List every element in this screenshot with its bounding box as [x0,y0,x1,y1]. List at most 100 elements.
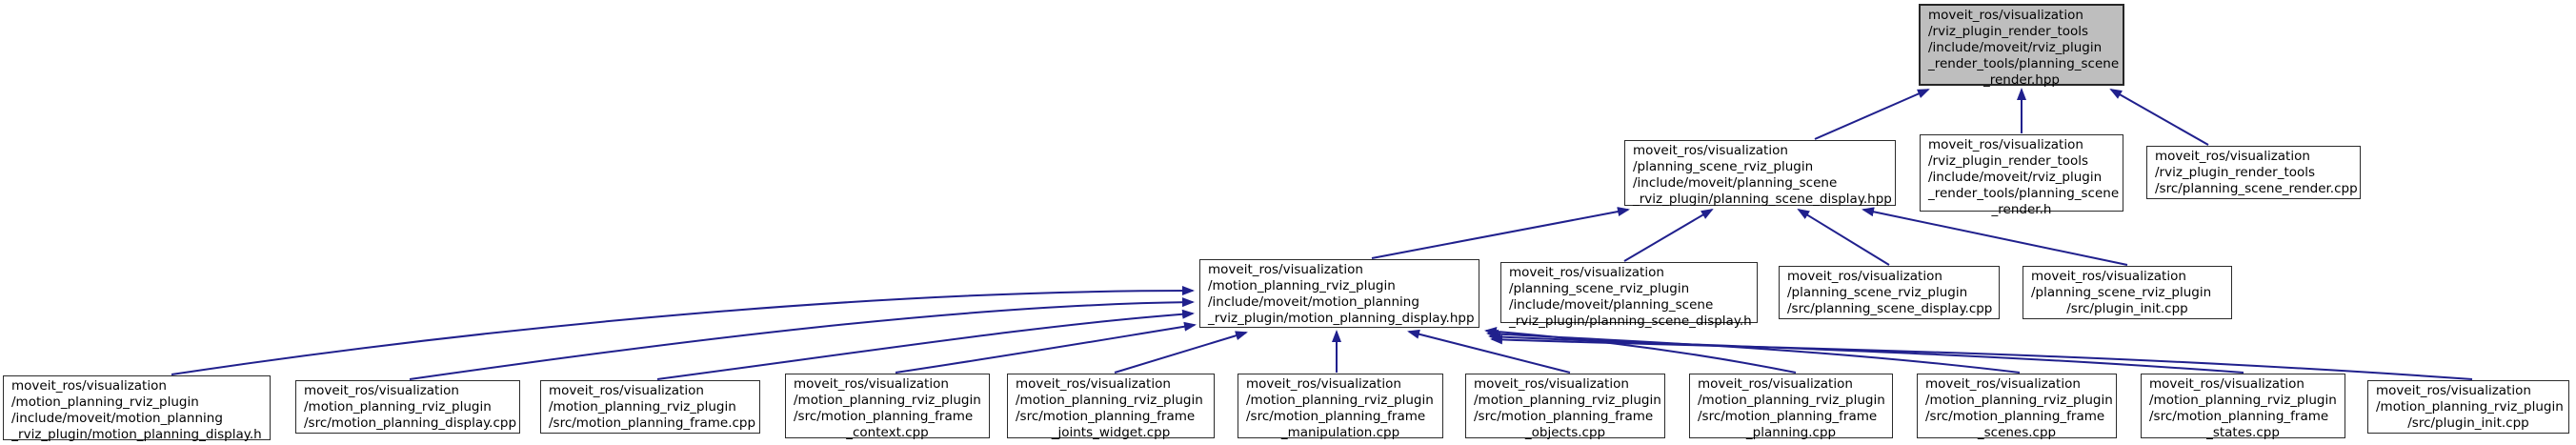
node-label-line: /planning_scene_rviz_plugin [1787,285,1968,300]
node-label-line: /include/moveit/motion_planning [11,411,223,426]
graph-node-frame_planning_cpp[interactable]: moveit_ros/visualization/motion_planning… [1689,374,1893,440]
node-label-line: /motion_planning_rviz_plugin [1925,393,2113,408]
graph-node-planning_scene_render_hpp: moveit_ros/visualization/rviz_plugin_ren… [1919,4,2124,88]
node-label-line: /include/moveit/planning_scene [1633,175,1838,191]
node-label-line: moveit_ros/visualization [1925,376,2081,392]
graph-node-frame_context_cpp[interactable]: moveit_ros/visualization/motion_planning… [785,374,990,440]
node-label-line: /src/motion_planning_frame [1474,409,1654,424]
node-label-line: /rviz_plugin_render_tools [2155,165,2316,180]
include-edge-frame_context_cpp-to-motion_planning_display_hpp [895,321,1197,374]
include-edge-frame_objects_cpp-to-motion_planning_display_hpp [1407,329,1571,374]
node-label-line: moveit_ros/visualization [1928,8,2083,23]
node-label-line: moveit_ros/visualization [549,383,704,398]
include-edge-planning_scene_display_h-to-planning_scene_display_hpp [1623,208,1714,262]
include-edge-frame_planning_cpp-to-motion_planning_display_hpp [1484,326,1797,374]
node-label-line: moveit_ros/visualization [1509,265,1664,280]
node-label-line: /include/moveit/planning_scene [1509,297,1714,313]
node-label-line: moveit_ros/visualization [2376,383,2531,398]
node-label-line: moveit_ros/visualization [1016,376,1171,392]
node-label-line: /src/plugin_init.cpp [2407,415,2529,431]
node-label-line: /src/motion_planning_frame [1246,409,1426,424]
node-label-line: /motion_planning_rviz_plugin [2149,393,2337,408]
node-label-line: _objects.cpp [1524,425,1606,440]
node-label-line: moveit_ros/visualization [1698,376,1853,392]
node-label-line: _states.cpp [2206,425,2280,440]
node-label-line: /planning_scene_rviz_plugin [2031,285,2212,300]
node-label-line: /motion_planning_rviz_plugin [1016,393,1203,408]
node-label-line: moveit_ros/visualization [1246,376,1401,392]
graph-node-frame_joints_widget_cpp[interactable]: moveit_ros/visualization/motion_planning… [1007,374,1215,440]
node-label-line: /src/motion_planning_frame [794,409,974,424]
node-label-line: _planning.cpp [1745,425,1837,440]
include-edges [171,88,2473,380]
node-label-line: moveit_ros/visualization [11,378,167,394]
include-edge-frame_joints_widget_cpp-to-motion_planning_display_hpp [1114,331,1248,374]
include-edge-motion_planning_frame_cpp-to-motion_planning_display_hpp [656,309,1195,380]
include-edge-planning_scene_display_hpp-to-planning_scene_render_hpp [1814,89,1930,140]
node-label-line: /motion_planning_rviz_plugin [1474,393,1661,408]
node-label-line: _context.cpp [846,425,929,440]
node-label-line: /rviz_plugin_render_tools [1928,153,2089,169]
node-label-line: /planning_scene_rviz_plugin [1509,281,1690,296]
node-label-line: /src/plugin_init.cpp [2066,301,2188,316]
node-label-line: _render_tools/planning_scene [1928,186,2120,201]
graph-node-planning_scene_display_cpp[interactable]: moveit_ros/visualization/planning_scene_… [1779,266,2000,319]
graph-node-planning_scene_render_cpp[interactable]: moveit_ros/visualization/rviz_plugin_ren… [2146,146,2361,199]
graph-node-frame_states_cpp[interactable]: moveit_ros/visualization/motion_planning… [2141,374,2345,440]
include-edge-mp_plugin_init_cpp-to-motion_planning_display_hpp [1490,334,2473,380]
graph-node-frame_manipulation_cpp[interactable]: moveit_ros/visualization/motion_planning… [1238,374,1443,440]
include-edge-planning_scene_display_cpp-to-planning_scene_display_hpp [1797,208,1890,266]
node-label-line: _rviz_plugin/planning_scene_display.h [1509,314,1752,329]
node-label-line: /include/moveit/rviz_plugin [1928,40,2103,55]
node-label-line: /rviz_plugin_render_tools [1928,24,2089,39]
node-label-line: _scenes.cpp [1977,425,2057,440]
node-label-line: /motion_planning_rviz_plugin [2376,399,2564,415]
node-label-line: /motion_planning_rviz_plugin [1698,393,1885,408]
include-edge-planning_scene_render_cpp-to-planning_scene_render_hpp [2109,89,2209,146]
node-label-line: moveit_ros/visualization [1928,137,2083,152]
node-label-line: /src/motion_planning_frame [1016,409,1196,424]
node-label-line: /motion_planning_rviz_plugin [1246,393,1434,408]
include-edge-motion_planning_display_h-to-motion_planning_display_hpp [171,286,1195,375]
node-label-line: moveit_ros/visualization [2155,149,2310,164]
node-label-line: _rviz_plugin/motion_planning_display.hpp [1208,311,1475,326]
node-label-line: /src/planning_scene_display.cpp [1787,301,1993,316]
node-label-line: /motion_planning_rviz_plugin [304,399,492,415]
graph-node-ps_plugin_init_cpp[interactable]: moveit_ros/visualization/planning_scene_… [2023,266,2232,319]
graph-node-frame_objects_cpp[interactable]: moveit_ros/visualization/motion_planning… [1465,374,1665,440]
graph-node-motion_planning_display_cpp[interactable]: moveit_ros/visualization/motion_planning… [295,380,520,434]
node-label-line: /motion_planning_rviz_plugin [1208,278,1396,293]
node-label-line: /include/moveit/rviz_plugin [1928,170,2103,185]
node-label-line: _render_tools/planning_scene [1928,56,2120,71]
graph-node-planning_scene_display_hpp[interactable]: moveit_ros/visualization/planning_scene_… [1624,140,1896,207]
node-label-line: /planning_scene_rviz_plugin [1633,159,1814,174]
node-label-line: moveit_ros/visualization [1787,269,1942,284]
node-label-line: /src/motion_planning_frame [1925,409,2105,424]
graph-node-mp_plugin_init_cpp[interactable]: moveit_ros/visualization/motion_planning… [2367,380,2569,434]
graph-node-planning_scene_display_h[interactable]: moveit_ros/visualization/planning_scene_… [1500,262,1758,329]
node-label-line: /motion_planning_rviz_plugin [549,399,736,415]
node-label-line: moveit_ros/visualization [1208,262,1363,277]
include-edge-motion_planning_display_hpp-to-planning_scene_display_hpp [1371,207,1630,259]
node-label-line: /src/motion_planning_frame [2149,409,2329,424]
node-label-line: /src/motion_planning_display.cpp [304,415,517,431]
node-label-line: _rviz_plugin/planning_scene_display.hpp [1633,192,1892,207]
node-label-line: _rviz_plugin/motion_planning_display.h [11,427,262,442]
node-label-line: /motion_planning_rviz_plugin [794,393,981,408]
node-label-line: /include/moveit/motion_planning [1208,294,1419,310]
graph-node-frame_scenes_cpp[interactable]: moveit_ros/visualization/motion_planning… [1917,374,2117,440]
include-edge-ps_plugin_init_cpp-to-planning_scene_display_hpp [1862,207,2128,266]
node-label-line: _render.h [1991,202,2052,217]
graph-node-motion_planning_display_hpp[interactable]: moveit_ros/visualization/motion_planning… [1199,259,1479,328]
graph-node-planning_scene_render_h[interactable]: moveit_ros/visualization/rviz_plugin_ren… [1920,134,2123,217]
node-label-line: /src/motion_planning_frame.cpp [549,415,756,431]
node-label-line: moveit_ros/visualization [1474,376,1629,392]
node-label-line: /src/planning_scene_render.cpp [2155,181,2358,196]
node-label-line: _render.hpp [1982,72,2061,88]
node-label-line: /motion_planning_rviz_plugin [11,394,199,410]
graph-node-motion_planning_display_h[interactable]: moveit_ros/visualization/motion_planning… [3,375,271,442]
graph-node-motion_planning_frame_cpp[interactable]: moveit_ros/visualization/motion_planning… [540,380,760,434]
node-label-line: moveit_ros/visualization [794,376,949,392]
